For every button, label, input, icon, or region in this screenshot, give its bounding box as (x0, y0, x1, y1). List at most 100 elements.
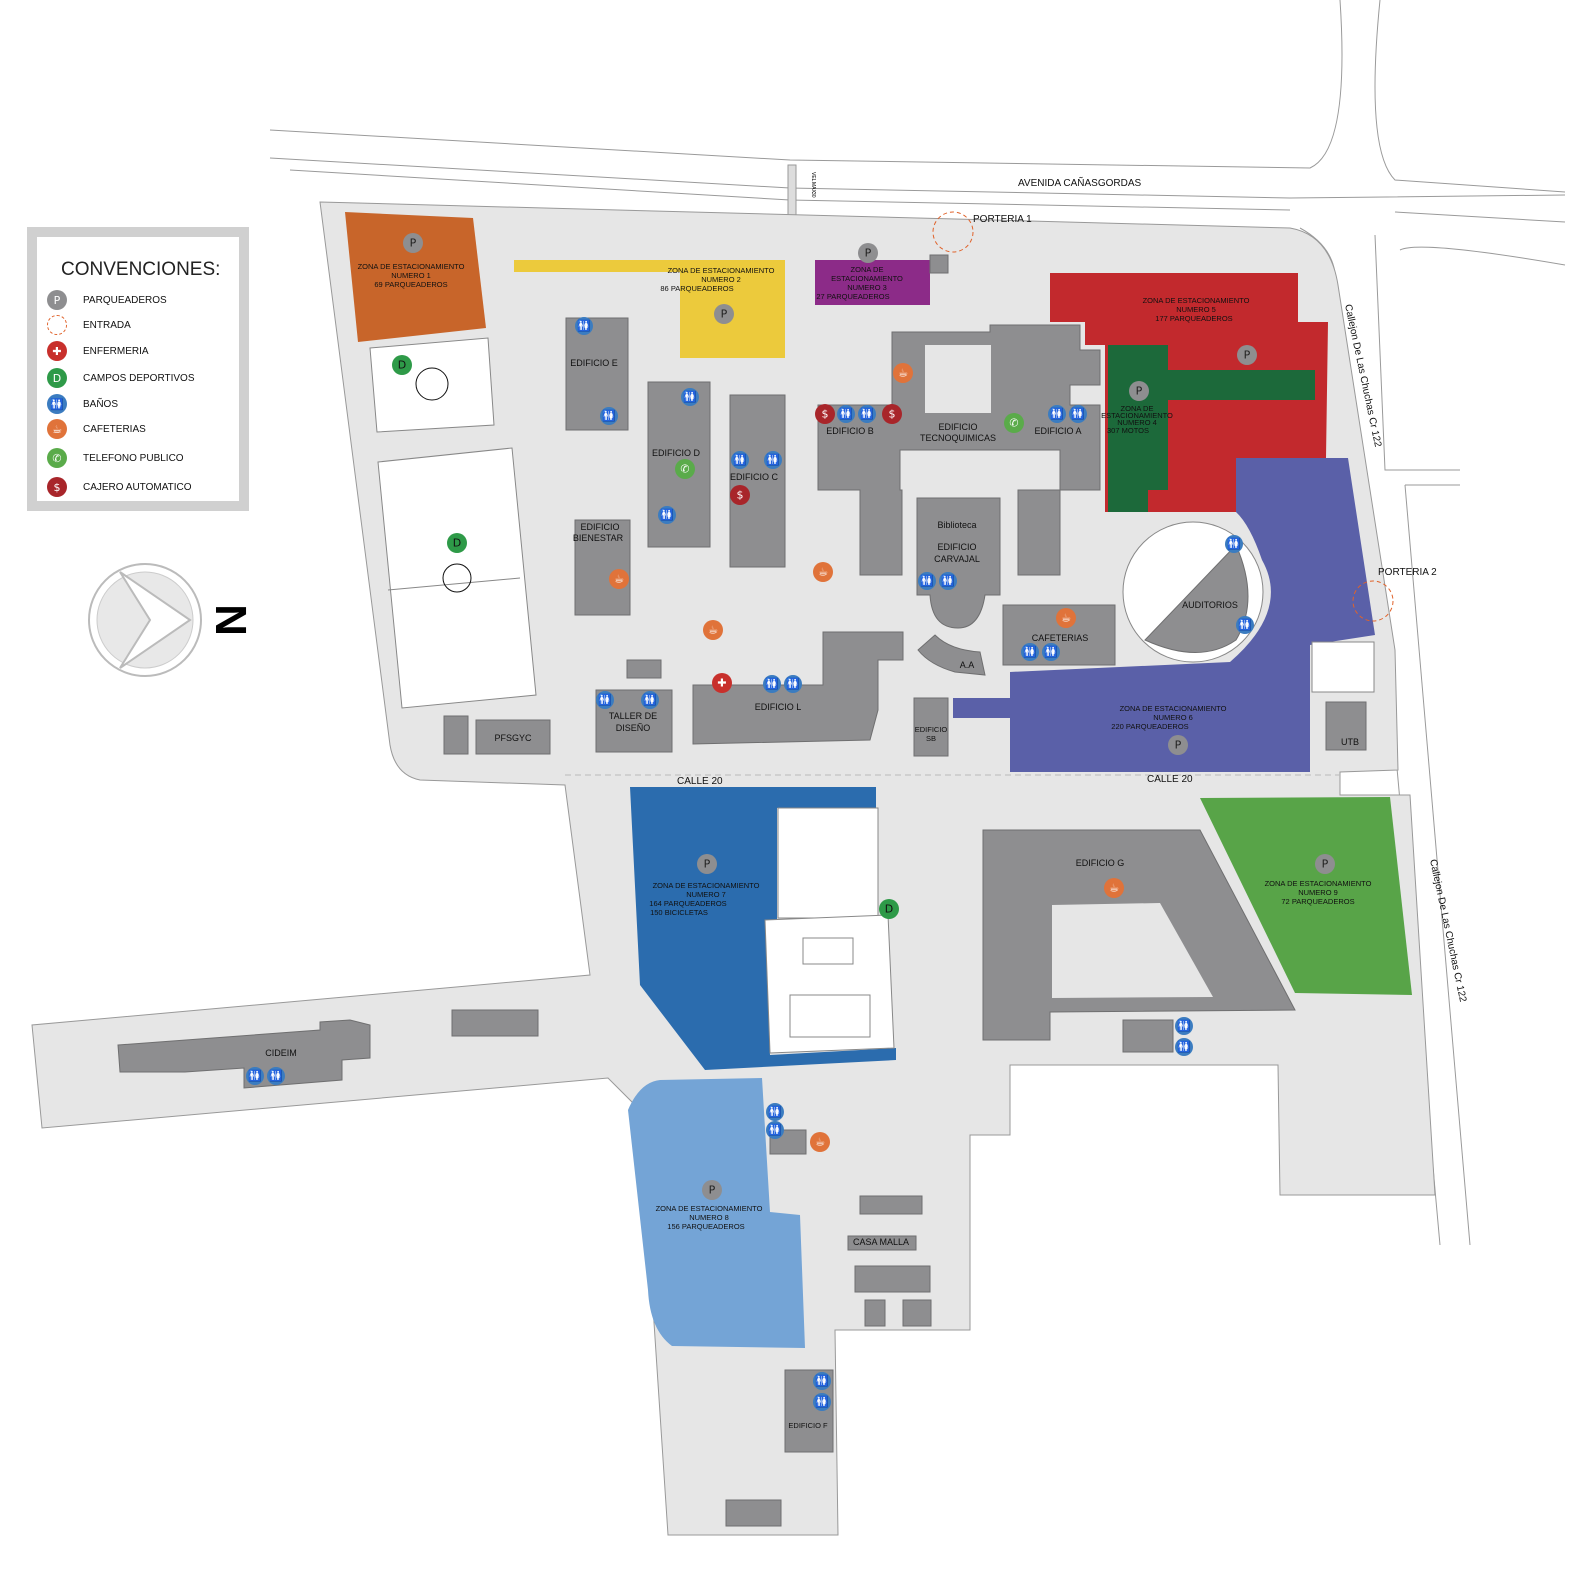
legend-title: CONVENCIONES: (61, 259, 221, 280)
svg-text:$: $ (889, 408, 896, 421)
restroom-icon[interactable]: 🚻 (731, 451, 749, 469)
restroom-icon[interactable]: 🚻 (1225, 535, 1243, 553)
parking-icon[interactable]: P (858, 243, 878, 263)
svg-text:🚻: 🚻 (860, 408, 874, 421)
entrance-porteria-2-icon[interactable] (1352, 580, 1394, 622)
sports-field-icon[interactable]: D (392, 355, 412, 375)
svg-text:30: 30 (810, 192, 816, 198)
svg-text:✆: ✆ (1009, 417, 1018, 430)
restroom-icon: 🚻 (47, 394, 67, 414)
restroom-icon[interactable]: 🚻 (784, 675, 802, 693)
svg-text:🚻: 🚻 (768, 1106, 782, 1119)
cafeteria-icon[interactable]: ☕ (609, 569, 629, 589)
nurse-icon[interactable]: ✚ (712, 673, 732, 693)
svg-text:🚻: 🚻 (1071, 408, 1085, 421)
restroom-icon[interactable]: 🚻 (1236, 616, 1254, 634)
svg-text:D: D (453, 537, 461, 550)
restroom-icon[interactable]: 🚻 (813, 1372, 831, 1390)
parking-zone-6[interactable] (953, 458, 1375, 772)
sports-field-icon[interactable]: D (447, 533, 467, 553)
restroom-icon[interactable]: 🚻 (763, 675, 781, 693)
restroom-icon[interactable]: 🚻 (918, 572, 936, 590)
sports-field-icon[interactable]: D (879, 899, 899, 919)
entrance-porteria-1-icon[interactable] (932, 211, 974, 253)
label-pfsgyc: PFSGYC (494, 733, 532, 743)
label-casa-malla: CASA MALLA (853, 1237, 909, 1247)
svg-text:🚻: 🚻 (643, 694, 657, 707)
restroom-icon[interactable]: 🚻 (764, 451, 782, 469)
restroom-icon[interactable]: 🚻 (575, 317, 593, 335)
parking-zone-1[interactable] (345, 212, 486, 342)
cafeteria-icon[interactable]: ☕ (703, 620, 723, 640)
restroom-icon[interactable]: 🚻 (1048, 405, 1066, 423)
cafeteria-icon[interactable]: ☕ (813, 562, 833, 582)
svg-text:🚻: 🚻 (786, 678, 800, 691)
restroom-icon[interactable]: 🚻 (600, 407, 618, 425)
restroom-icon[interactable]: 🚻 (939, 572, 957, 590)
restroom-icon[interactable]: 🚻 (1021, 643, 1039, 661)
parking-zone-3[interactable] (815, 260, 930, 305)
parking-icon[interactable]: P (697, 854, 717, 874)
parking-zone-7[interactable] (630, 787, 896, 1070)
atm-icon[interactable]: $ (882, 404, 902, 424)
restroom-icon[interactable]: 🚻 (766, 1103, 784, 1121)
parking-zone-4[interactable] (1108, 345, 1315, 512)
restroom-icon[interactable]: 🚻 (766, 1121, 784, 1139)
parking-icon[interactable]: P (1129, 381, 1149, 401)
legend-label: PARQUEADEROS (83, 294, 167, 306)
phone-icon: ✆ (47, 448, 67, 468)
phone-icon[interactable]: ✆ (1004, 413, 1024, 433)
svg-text:🚻: 🚻 (765, 678, 779, 691)
atm-icon[interactable]: $ (730, 485, 750, 505)
restroom-icon[interactable]: 🚻 (1069, 405, 1087, 423)
parking-icon[interactable]: P (714, 304, 734, 324)
restroom-icon[interactable]: 🚻 (658, 506, 676, 524)
restroom-icon[interactable]: 🚻 (641, 691, 659, 709)
parking-icon[interactable]: P (1237, 345, 1257, 365)
restroom-icon[interactable]: 🚻 (1175, 1038, 1193, 1056)
parking-zone-9[interactable] (1200, 797, 1412, 995)
legend-label: CAMPOS DEPORTIVOS (83, 372, 195, 384)
restroom-icon[interactable]: 🚻 (246, 1067, 264, 1085)
parking-icon[interactable]: P (702, 1180, 722, 1200)
atm-icon: $ (47, 477, 67, 497)
map-icons: PPPPPPPPPDDD🚻🚻🚻🚻🚻🚻🚻🚻🚻🚻🚻🚻🚻🚻🚻🚻🚻🚻🚻🚻🚻🚻🚻🚻🚻🚻🚻🚻… (246, 233, 1335, 1411)
parking-zone-2[interactable] (514, 260, 785, 358)
svg-text:☕: ☕ (614, 573, 624, 586)
phone-icon[interactable]: ✆ (675, 459, 695, 479)
legend-item: $CAJERO AUTOMATICO (47, 474, 192, 500)
parking-icon[interactable]: P (403, 233, 423, 253)
cafeteria-icon[interactable]: ☕ (893, 363, 913, 383)
cafeteria-icon[interactable]: ☕ (1104, 878, 1124, 898)
parking-zone-8[interactable] (628, 1078, 805, 1348)
restroom-icon[interactable]: 🚻 (837, 405, 855, 423)
svg-text:🚻: 🚻 (815, 1375, 829, 1388)
restroom-icon[interactable]: 🚻 (858, 405, 876, 423)
restroom-icon[interactable]: 🚻 (1175, 1017, 1193, 1035)
parking-icon[interactable]: P (1168, 735, 1188, 755)
atm-icon[interactable]: $ (815, 404, 835, 424)
cafeteria-icon[interactable]: ☕ (1056, 608, 1076, 628)
svg-text:$: $ (822, 408, 829, 421)
cafeteria-icon[interactable]: ☕ (810, 1132, 830, 1152)
parking-icon[interactable]: P (1315, 854, 1335, 874)
restroom-icon[interactable]: 🚻 (267, 1067, 285, 1085)
restroom-icon[interactable]: 🚻 (681, 388, 699, 406)
svg-text:☕: ☕ (818, 566, 828, 579)
restroom-icon[interactable]: 🚻 (1042, 643, 1060, 661)
svg-text:🚻: 🚻 (768, 1124, 782, 1137)
svg-text:P: P (721, 308, 728, 321)
svg-text:$: $ (737, 489, 744, 502)
restroom-icon[interactable]: 🚻 (596, 691, 614, 709)
label-cafeterias: CAFETERIAS (1032, 633, 1089, 643)
legend-item: ENTRADA (47, 312, 131, 338)
restroom-icon[interactable]: 🚻 (813, 1393, 831, 1411)
